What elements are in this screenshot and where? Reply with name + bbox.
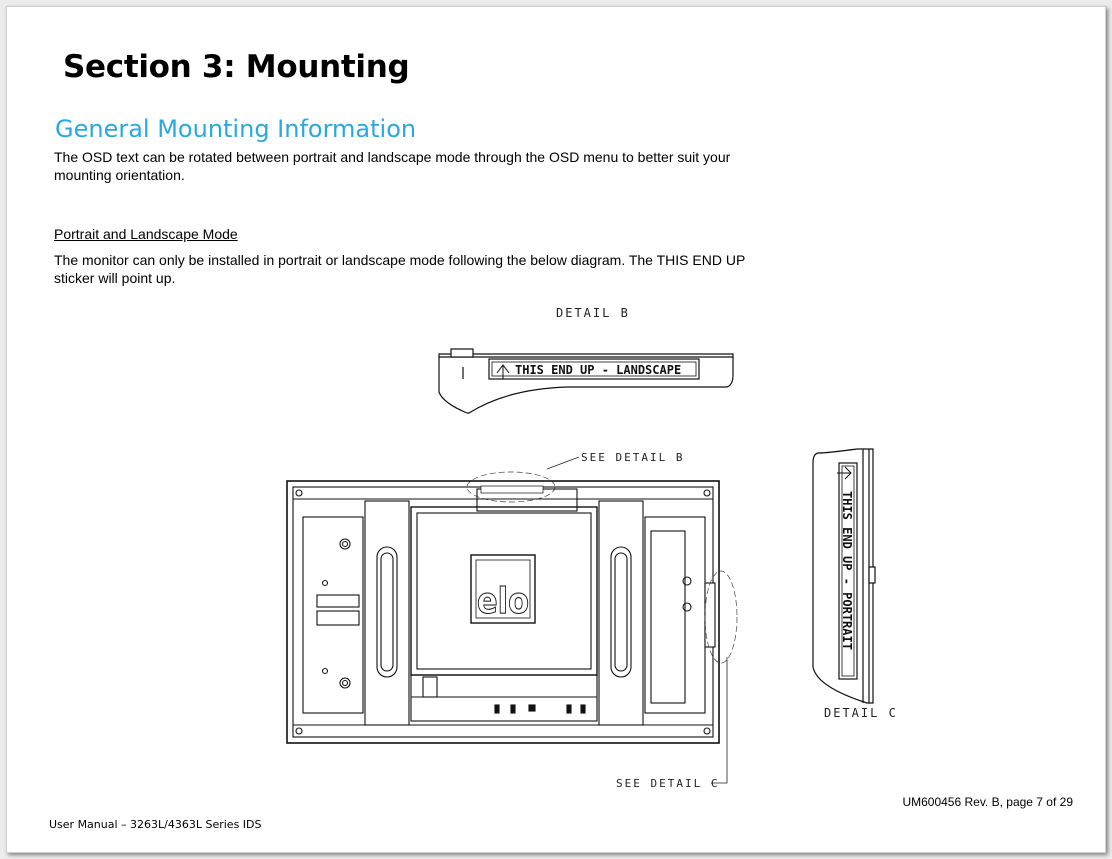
mounting-diagram: DETAIL B THIS END UP - LANDSCAPE SEE DET…: [286, 306, 898, 790]
see-detail-c-leader: [711, 657, 728, 784]
subsection-title: General Mounting Information: [55, 115, 417, 143]
elo-logo-icon: [470, 554, 536, 624]
mode-paragraph: The monitor can only be installed in por…: [54, 252, 746, 286]
detail-b-sticker: THIS END UP - LANDSCAPE: [515, 363, 681, 377]
detail-c-callout: [704, 570, 738, 664]
see-detail-c-label: SEE DETAIL C: [616, 777, 719, 790]
monitor-rear-view: [286, 480, 720, 744]
see-detail-b-leader: [546, 456, 580, 470]
intro-paragraph: The OSD text can be rotated between port…: [54, 149, 731, 183]
document-page: Section 3: Mounting General Mounting Inf…: [6, 6, 1106, 853]
footer-manual-name: User Manual – 3263L/4363L Series IDS: [49, 818, 262, 831]
detail-c-sticker: THIS END UP - PORTRAIT: [840, 491, 854, 650]
detail-c-drawing: [812, 448, 876, 704]
footer-page-ref: UM600456 Rev. B, page 7 of 29: [902, 795, 1073, 809]
detail-c-caption: DETAIL C: [824, 706, 898, 720]
detail-b-caption: DETAIL B: [556, 306, 630, 320]
mode-heading: Portrait and Landscape Mode: [54, 226, 238, 242]
section-title: Section 3: Mounting: [63, 49, 410, 85]
detail-b-drawing: [438, 348, 734, 414]
see-detail-b-label: SEE DETAIL B: [581, 451, 684, 464]
elo-logo-text: elo: [477, 581, 529, 622]
